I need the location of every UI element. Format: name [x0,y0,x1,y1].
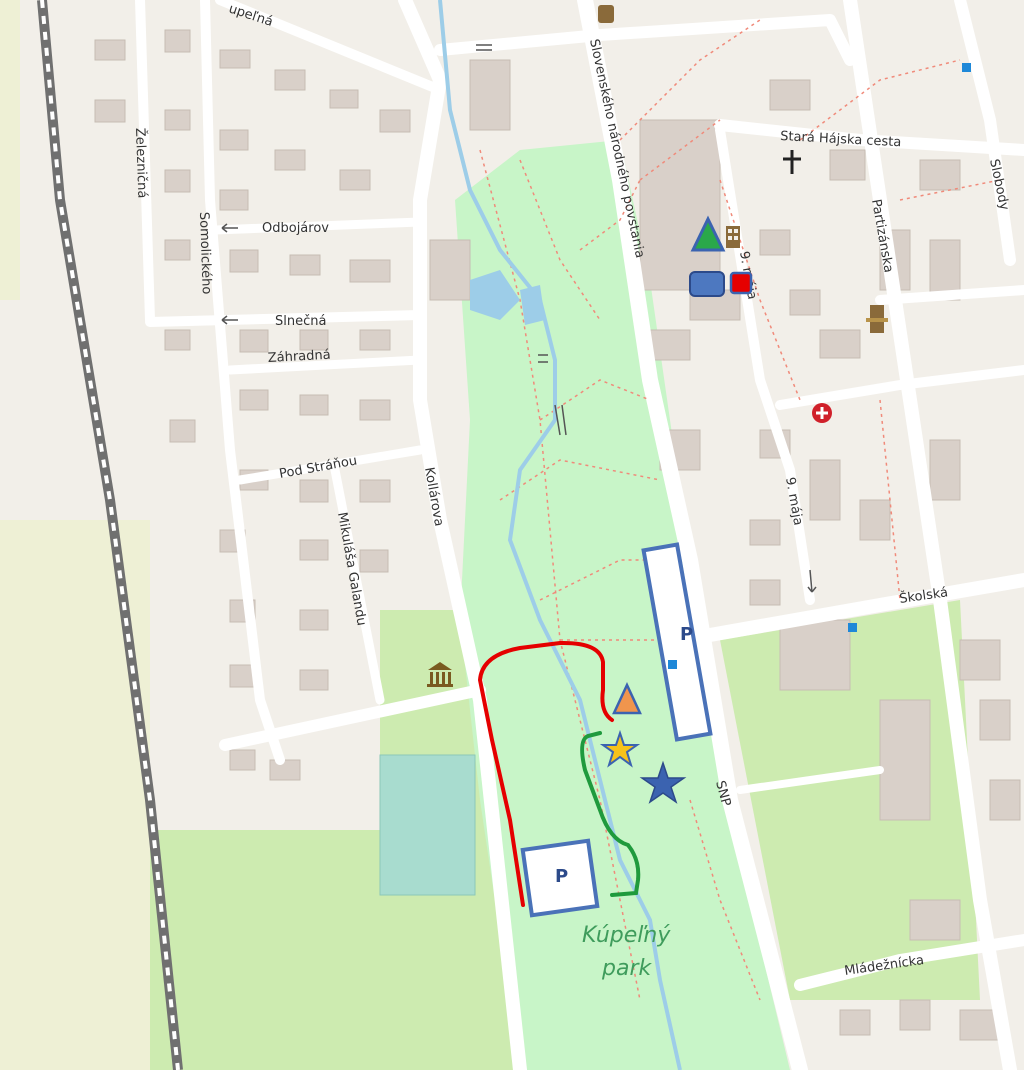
label-zeleznicna: Železničná [132,128,150,199]
pond-2 [520,285,545,325]
tourism-icon [866,305,888,333]
farmland-area [0,520,150,1070]
red-square-marker[interactable] [729,271,753,295]
road-slnecna [145,310,425,327]
road-partizanska [843,0,1017,1074]
parking-sign-snp[interactable] [641,542,713,742]
road-kupelna [215,0,445,95]
road-kollarova [398,0,527,1074]
road-school-access [736,766,884,794]
parking-label-park: P [555,866,568,887]
label-odbojarov: Odbojárov [262,221,329,236]
kupelny-park-area [455,140,790,1070]
church-cross-icon [783,150,801,174]
sports-pitch [379,754,476,896]
label-snp-short: SNP [712,779,733,808]
parking-label-snp: P [680,624,693,645]
road-stara-hajska [714,119,1024,156]
bus-stop-icon [962,63,971,72]
label-zahradna: Záhradná [267,348,331,366]
pond [470,270,520,320]
parking-area-snp[interactable]: P [641,542,713,742]
road-9-maja [715,125,815,605]
parking-area-park[interactable]: P [520,838,600,918]
road-mladeznicka [794,934,1024,991]
blue-star-marker[interactable] [639,760,687,804]
label-stara-hajska: Stará Hájska cesta [780,129,902,150]
label-somolickeho: Somolického [196,212,214,295]
footpaths [479,19,1001,1001]
road-slobody [954,0,1016,266]
road-east-mid [775,365,1024,410]
farmland-area-top [0,0,20,300]
bus-stop-icon-2 [848,623,857,632]
one-way-arrows [221,223,817,593]
road-odbojarov [210,217,425,235]
road-skolska [703,573,1024,642]
cinema-icon [726,226,740,248]
route-red [477,640,614,907]
grass-area-left [150,610,520,1070]
park-name-line1: Kúpeľný [582,923,671,948]
park-name-line2: park [601,956,652,981]
orange-triangle-marker[interactable] [612,682,642,715]
blue-rounded-marker[interactable] [689,271,725,297]
road-zahradna [225,355,425,375]
hospital-icon [812,403,832,423]
label-skolska: Školská [898,584,949,607]
bridge-icon [476,44,567,436]
railway-track-dash [40,0,180,1071]
road-mikulasa-galandu [330,465,385,705]
yellow-star-marker[interactable] [599,729,641,768]
museum-icon [427,662,453,687]
road-top [434,14,856,66]
bus-stop-icon-3 [668,660,677,669]
road-somolickeho [200,0,285,765]
buildings [94,29,1021,1041]
road-west-lower [219,684,486,751]
route-green [580,731,641,897]
road-zeleznicna [135,0,155,325]
parking-sign-park[interactable] [520,838,600,918]
label-slnecna: Slnečná [275,314,326,329]
road-pod-stranou [235,445,425,485]
road-east-mid2 [875,285,1024,305]
roads [135,0,1024,1074]
green-triangle-marker[interactable] [690,215,726,252]
road-snp [577,0,808,1074]
theatre-icon [598,5,614,23]
